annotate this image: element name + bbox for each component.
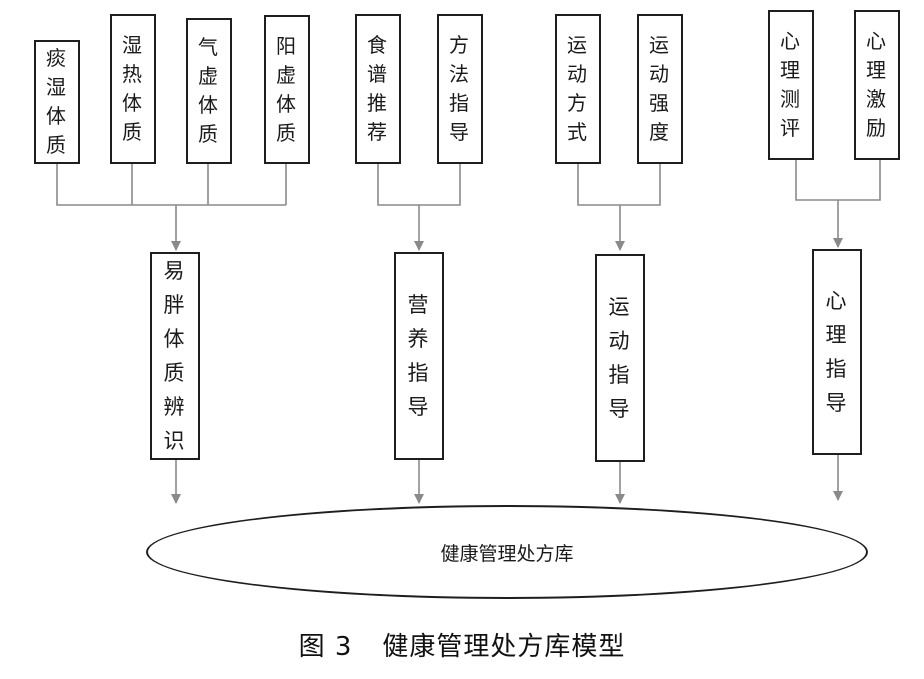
figure-number: 图 3 [298, 632, 353, 662]
box-recipe-recommendation: 食谱推荐 [355, 14, 401, 164]
connector-constitution [56, 138, 286, 206]
box-qi-deficiency: 气虚体质 [186, 18, 232, 164]
connector-psychology [795, 160, 881, 201]
box-exercise-mode: 运动方式 [555, 14, 601, 164]
box-psych-assessment: 心理测评 [768, 10, 814, 160]
connector-exercise [577, 164, 661, 206]
box-psych-motivation: 心理激励 [854, 10, 900, 160]
library-label: 健康管理处方库 [440, 542, 574, 565]
box-method-guidance: 方法指导 [437, 14, 483, 164]
figure-title: 健康管理处方库模型 [382, 632, 626, 662]
box-nutrition-guidance: 营养指导 [394, 252, 444, 460]
box-exercise-intensity: 运动强度 [637, 14, 683, 164]
box-damp-heat: 湿热体质 [110, 14, 156, 164]
box-psych-guidance: 心理指导 [812, 249, 862, 455]
prescription-library-node: 健康管理处方库 [146, 505, 868, 599]
box-obesity-constitution-identification: 易胖体质辨识 [150, 252, 200, 460]
box-exercise-guidance: 运动指导 [595, 254, 645, 462]
figure-caption: 图 3 健康管理处方库模型 [0, 626, 924, 663]
connector-nutrition [377, 164, 461, 206]
box-yang-deficiency: 阳虚体质 [264, 15, 310, 164]
box-phlegm-damp: 痰湿体质 [34, 40, 80, 164]
